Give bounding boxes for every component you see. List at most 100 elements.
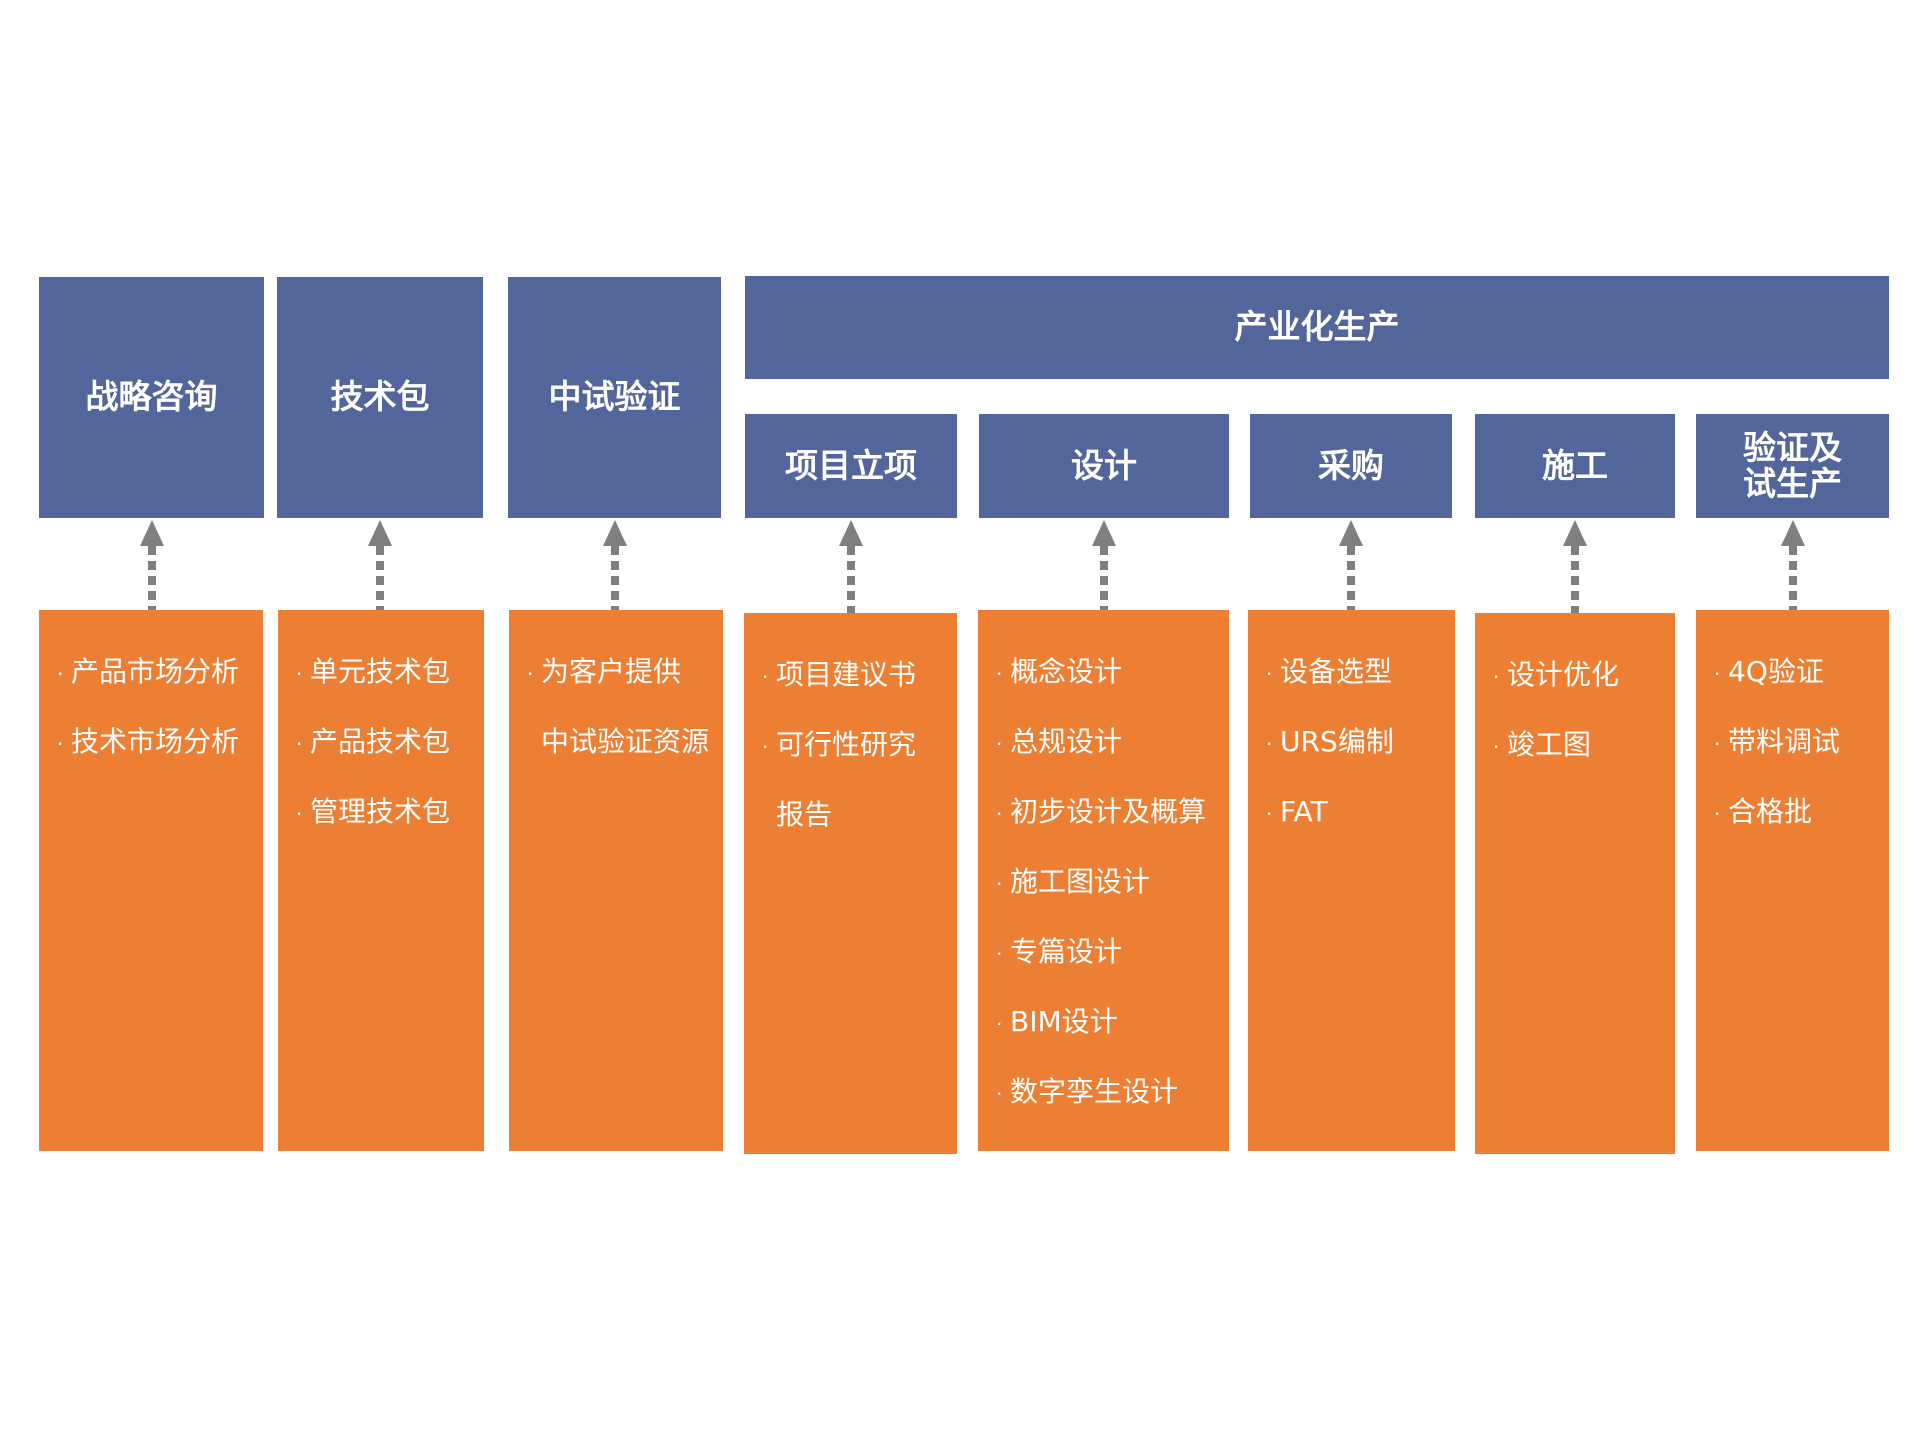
bullet-dot: · xyxy=(1493,735,1500,759)
stage-detail-box-3: · 为客户提供 ·中试验证资源 xyxy=(509,610,723,1151)
stage-detail-box-6: · 设备选型 · URS编制 · FAT xyxy=(1248,610,1455,1151)
bullet-dot: · xyxy=(762,735,769,759)
bullet-dot: · xyxy=(762,665,769,689)
stage-detail-box-1: · 产品市场分析 · 技术市场分析 xyxy=(39,610,263,1151)
bullet-dot: · xyxy=(1266,732,1273,756)
list-item: ·单元技术包 xyxy=(296,638,478,708)
list-item-text: 4Q验证 xyxy=(1728,655,1824,688)
dashed-up-arrow-icon xyxy=(836,520,866,613)
bullet-dot: · xyxy=(1266,802,1273,826)
stage-title-box-3: 中试验证 xyxy=(508,277,721,518)
dashed-up-arrow-icon xyxy=(1089,520,1119,610)
list-item: · 专篇设计 xyxy=(996,918,1223,988)
list-item: · 数字孪生设计 xyxy=(996,1058,1223,1128)
list-item-text: 合格批 xyxy=(1728,795,1813,828)
list-item: ·中试验证资源 xyxy=(527,708,717,778)
bullet-dot: · xyxy=(527,662,534,686)
list-item: · BIM设计 xyxy=(996,988,1223,1058)
list-item-text: 报告 xyxy=(776,798,833,831)
stage-detail-box-5: ·概念设计·总规设计·初步设计及概算·施工图设计·专篇设计·BIM设计·数字孪生… xyxy=(978,610,1229,1151)
list-item: · 设计优化 xyxy=(1493,641,1669,711)
dashed-up-arrow-icon xyxy=(600,520,630,610)
list-item: · 设备选型 xyxy=(1266,638,1449,708)
bullet-dot: · xyxy=(996,1082,1003,1106)
list-item: · 为客户提供 xyxy=(527,638,717,708)
list-item-text: 设备选型 xyxy=(1280,655,1393,688)
bullet-dot: · xyxy=(57,732,64,756)
bullet-dot: · xyxy=(996,732,1003,756)
list-item-text: 施工图设计 xyxy=(1010,865,1151,898)
bullet-dot: · xyxy=(996,942,1003,966)
list-item-text: 数字孪生设计 xyxy=(1010,1075,1179,1108)
list-item-text: 产品技术包 xyxy=(310,725,451,758)
bullet-dot: · xyxy=(996,662,1003,686)
list-item: · 技术市场分析 xyxy=(57,708,257,778)
dashed-up-arrow-icon xyxy=(365,520,395,610)
list-item-text: 总规设计 xyxy=(1010,725,1123,758)
dashed-up-arrow-icon xyxy=(1336,520,1366,610)
stage-detail-box-7: · 设计优化 · 竣工图 xyxy=(1475,613,1675,1154)
list-item: ·可行性研究 xyxy=(762,711,951,781)
stage-title-box-2: 技术包 xyxy=(277,277,483,518)
bullet-dot: · xyxy=(996,802,1003,826)
stage-title: 采购 xyxy=(1318,445,1384,485)
bullet-dot: · xyxy=(996,1012,1003,1036)
stage-title: 施工 xyxy=(1542,445,1608,485)
stage-title: 设计 xyxy=(1071,445,1137,485)
dashed-up-arrow-icon xyxy=(137,520,167,610)
list-item-text: 技术市场分析 xyxy=(71,725,240,758)
list-item: ·合格批 xyxy=(1714,778,1883,848)
list-item-text: 竣工图 xyxy=(1507,728,1592,761)
bullet-dot: · xyxy=(1266,662,1273,686)
bullet-dot: · xyxy=(57,662,64,686)
bullet-dot: · xyxy=(1493,665,1500,689)
bullet-dot: · xyxy=(996,872,1003,896)
list-item: · 产品市场分析 xyxy=(57,638,257,708)
list-item-text: BIM设计 xyxy=(1010,1005,1118,1038)
stage-title: 中试验证 xyxy=(548,377,681,417)
list-item: ·产品技术包 xyxy=(296,708,478,778)
stage-title: 战略咨询 xyxy=(85,377,218,417)
list-item: · 施工图设计 xyxy=(996,848,1223,918)
list-item: · 总规设计 xyxy=(996,708,1223,778)
list-item: · 竣工图 xyxy=(1493,711,1669,781)
dashed-up-arrow-icon xyxy=(1778,520,1808,610)
list-item-text: FAT xyxy=(1280,795,1328,828)
stage-title-box-7: 施工 xyxy=(1475,414,1675,518)
bullet-dot: · xyxy=(1714,662,1721,686)
list-item-text: 初步设计及概算 xyxy=(1010,795,1207,828)
stage-title: 验证及 试生产 xyxy=(1743,427,1842,503)
list-item: · URS编制 xyxy=(1266,708,1449,778)
list-item-text: 设计优化 xyxy=(1507,658,1620,691)
stage-title-box-5: 设计 xyxy=(979,414,1229,518)
list-item-text: 管理技术包 xyxy=(310,795,451,828)
list-item: · 4Q验证 xyxy=(1714,638,1883,708)
list-item-text: 中试验证资源 xyxy=(541,725,710,758)
stage-title: 技术包 xyxy=(330,377,430,417)
list-item: · 项目建议书 xyxy=(762,641,951,711)
list-item: · 管理技术包 xyxy=(296,778,478,848)
list-item: ·带料调试 xyxy=(1714,708,1883,778)
stage-detail-box-8: · 4Q验证 ·带料调试·合格批 xyxy=(1696,610,1889,1151)
list-item: · 初步设计及概算 xyxy=(996,778,1223,848)
list-item: · FAT xyxy=(1266,778,1449,848)
list-item-text: 为客户提供 xyxy=(541,655,682,688)
list-item-text: 产品市场分析 xyxy=(71,655,240,688)
list-item-text: 项目建议书 xyxy=(776,658,917,691)
stage-title-box-8: 验证及 试生产 xyxy=(1696,414,1889,518)
bullet-dot: · xyxy=(296,802,303,826)
list-item-text: 单元技术包 xyxy=(310,655,451,688)
stage-title-box-6: 采购 xyxy=(1250,414,1452,518)
header-label: 产业化生产 xyxy=(1234,307,1400,347)
stage-detail-box-4: ·项目建议书·可行性研究·报告 xyxy=(744,613,957,1154)
stage-detail-box-2: ·单元技术包·产品技术包 · 管理技术包 xyxy=(278,610,484,1151)
list-item-text: 专篇设计 xyxy=(1010,935,1123,968)
stage-title-box-1: 战略咨询 xyxy=(39,277,264,518)
list-item-text: URS编制 xyxy=(1280,725,1394,758)
stage-title-box-4: 项目立项 xyxy=(745,414,957,518)
industrial-production-header: 产业化生产 xyxy=(745,276,1889,379)
dashed-up-arrow-icon xyxy=(1560,520,1590,613)
list-item-text: 带料调试 xyxy=(1728,725,1841,758)
stage-title: 项目立项 xyxy=(785,445,917,485)
